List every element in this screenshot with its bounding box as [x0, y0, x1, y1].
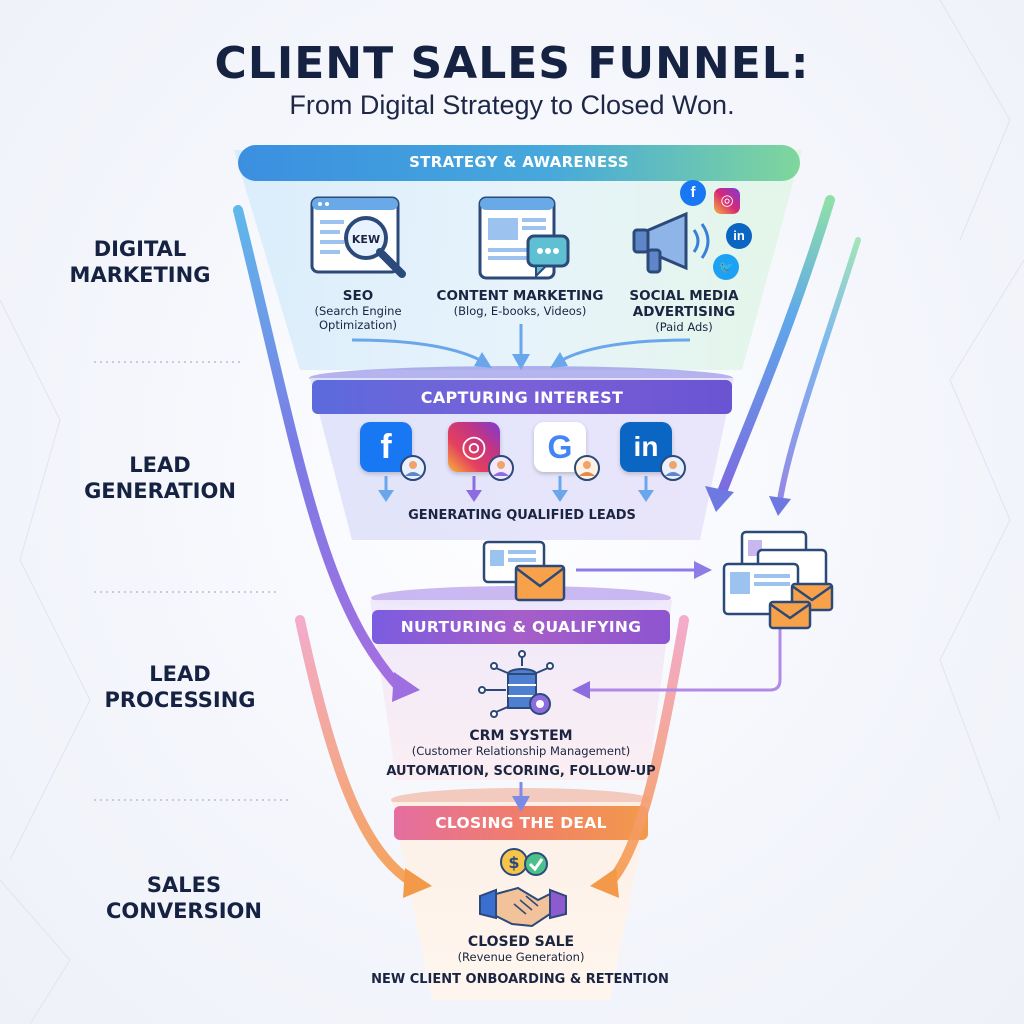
channel-title: CONTENT MARKETING	[436, 288, 604, 304]
closed-sale-subtitle: (Revenue Generation)	[457, 950, 585, 964]
channel-title: SEO	[342, 288, 374, 304]
megaphone-icon	[632, 211, 710, 274]
page-subtitle: From Digital Strategy to Closed Won.	[289, 90, 735, 120]
person-badge-icon	[400, 455, 686, 481]
svg-text:$: $	[508, 853, 519, 872]
stage-label-line: GENERATION	[84, 479, 236, 503]
twitter-mini-icon: 🐦	[713, 254, 739, 280]
handshake-money-icon: $	[479, 848, 567, 928]
onboarding-footer: NEW CLIENT ONBOARDING & RETENTION	[371, 972, 669, 987]
lead-arrows	[378, 455, 686, 502]
content-page-icon	[478, 196, 570, 280]
channel-title: ADVERTISING	[632, 304, 736, 320]
stage-label-line: DIGITAL	[93, 237, 187, 261]
channel-content-marketing: CONTENT MARKETING (Blog, E-books, Videos…	[430, 288, 610, 318]
band-closing-deal: CLOSING THE DEAL	[435, 814, 607, 832]
lead-cards-stack-icon	[722, 530, 834, 630]
stage-label-line: PROCESSING	[104, 688, 256, 712]
stage-label-line: CONVERSION	[106, 899, 262, 923]
leads-caption: GENERATING QUALIFIED LEADS	[408, 508, 636, 523]
channel-title: SOCIAL MEDIA	[629, 288, 739, 304]
page-title: CLIENT SALES FUNNEL:	[214, 38, 810, 89]
seo-keyword-badge: KEW	[352, 233, 380, 246]
crm-features: AUTOMATION, SCORING, FOLLOW-UP	[386, 764, 656, 779]
channel-social-media: SOCIAL MEDIA ADVERTISING (Paid Ads)	[614, 288, 754, 334]
stage-label-digital-marketing: DIGITAL MARKETING	[60, 236, 220, 288]
channel-subtitle: (Blog, E-books, Videos)	[453, 304, 587, 318]
stage-label-line: LEAD	[129, 453, 191, 477]
stage-label-line: SALES	[146, 873, 222, 897]
stage-label-sales-conversion: SALES CONVERSION	[104, 872, 264, 924]
crm-block: CRM SYSTEM (Customer Relationship Manage…	[390, 728, 652, 758]
channel-seo: SEO (Search Engine Optimization)	[288, 288, 428, 332]
band-capturing-interest: CAPTURING INTEREST	[420, 388, 624, 407]
instagram-mini-icon: ◎	[714, 188, 740, 214]
band-strategy-awareness: STRATEGY & AWARENESS	[409, 153, 629, 171]
linkedin-mini-icon: in	[726, 223, 752, 249]
stage-label-lead-generation: LEAD GENERATION	[80, 452, 240, 504]
stage-label-line: MARKETING	[69, 263, 211, 287]
stage-label-line: LEAD	[149, 662, 211, 686]
channel-subtitle: Optimization)	[318, 318, 398, 332]
stage-label-lead-processing: LEAD PROCESSING	[100, 661, 260, 713]
channel-subtitle: (Paid Ads)	[655, 320, 713, 334]
channel-subtitle: (Search Engine	[314, 304, 402, 318]
closed-sale-title: CLOSED SALE	[467, 934, 575, 950]
crm-subtitle: (Customer Relationship Management)	[411, 744, 631, 758]
instagram-icon: ◎	[448, 422, 500, 472]
crm-title: CRM SYSTEM	[469, 728, 573, 744]
seo-search-icon: KEW	[310, 196, 406, 278]
crm-database-icon	[478, 650, 554, 718]
lead-card-envelope-icon	[482, 540, 566, 602]
band-nurturing-qualifying: NURTURING & QUALIFYING	[400, 618, 642, 636]
closed-sale-block: CLOSED SALE (Revenue Generation)	[420, 934, 622, 964]
facebook-mini-icon: f	[680, 180, 706, 206]
